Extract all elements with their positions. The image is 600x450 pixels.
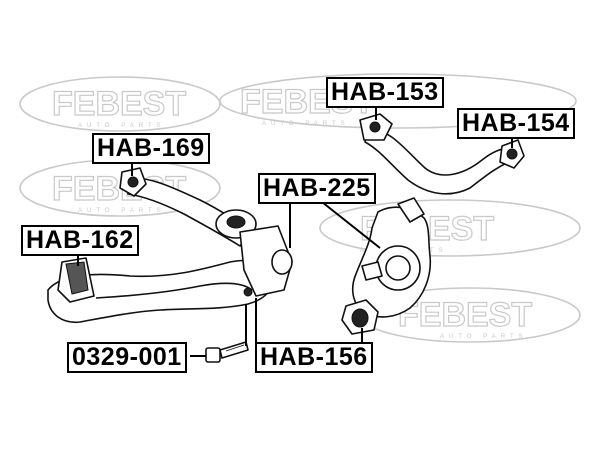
label-hab-156: HAB-156 (255, 342, 373, 373)
leader-lines (77, 104, 513, 357)
upper-control-arm (359, 113, 525, 195)
svg-text:AUTO PARTS: AUTO PARTS (440, 334, 528, 340)
watermark-logo-right-low: FEBEST AUTO PARTS (359, 287, 581, 343)
svg-text:FEBEST: FEBEST (52, 85, 186, 123)
label-hab-225: HAB-225 (258, 173, 376, 204)
lower-control-arm (47, 225, 293, 324)
bolt-0329-001-shape (205, 341, 249, 363)
svg-text:AUTO PARTS: AUTO PARTS (262, 121, 350, 127)
label-hab-154: HAB-154 (457, 108, 575, 139)
knuckle-hub-carrier (341, 197, 432, 335)
svg-text:AUTO PARTS: AUTO PARTS (78, 208, 166, 214)
watermark-logo-right-mid: FEBEST AUTO PARTS (319, 199, 581, 257)
svg-text:FEBEST: FEBEST (398, 296, 532, 334)
label-hab-153: HAB-153 (326, 77, 444, 108)
label-hab-169: HAB-169 (92, 133, 210, 164)
watermark-logo-left-top: FEBEST AUTO PARTS (19, 76, 221, 132)
label-bolt-0329-001: 0329-001 (67, 342, 187, 373)
label-hab-162: HAB-162 (21, 225, 139, 256)
svg-text:AUTO PARTS: AUTO PARTS (78, 123, 166, 129)
